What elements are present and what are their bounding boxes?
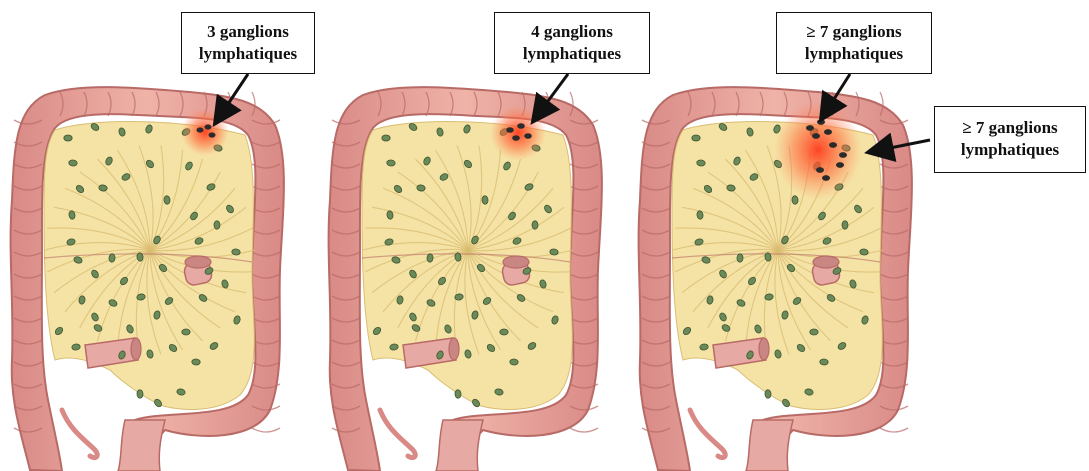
- lymph-node: [510, 359, 519, 365]
- metastatic-node: [836, 162, 844, 168]
- tumor-glow: [774, 100, 862, 200]
- lymph-node: [764, 252, 771, 261]
- lymph-node: [389, 344, 398, 351]
- ileum-lumen: [503, 256, 529, 268]
- haustra-fold: [570, 428, 598, 432]
- rectum: [746, 420, 793, 471]
- metastatic-node: [829, 142, 837, 148]
- small-bowel-lumen: [759, 338, 769, 360]
- lymph-node: [214, 221, 220, 230]
- metastatic-node: [806, 125, 814, 131]
- label-panel-3-side-line2: lymphatiques: [935, 139, 1085, 161]
- ileum-lumen: [813, 256, 839, 268]
- appendix: [62, 410, 97, 458]
- lymph-node: [820, 359, 829, 365]
- panel-7-nodes: [639, 87, 912, 471]
- label-panel-1: 3 ganglions lymphatiques: [181, 12, 315, 74]
- lymph-node: [231, 248, 240, 255]
- lymph-node: [109, 254, 116, 263]
- panel-3-nodes: [11, 87, 284, 471]
- small-bowel-lumen: [131, 338, 141, 360]
- ileum-lumen: [185, 256, 211, 268]
- lymph-node: [137, 390, 143, 399]
- lymph-node: [71, 344, 80, 351]
- lymph-node: [427, 254, 434, 263]
- appendix: [380, 410, 415, 458]
- label-panel-1-line1: 3 ganglions: [182, 21, 314, 43]
- lymph-node: [699, 344, 708, 351]
- lymph-node: [455, 390, 461, 399]
- lymph-node: [387, 160, 396, 167]
- lymph-node: [136, 252, 143, 261]
- metastatic-node: [512, 135, 520, 141]
- lymph-node: [454, 252, 461, 261]
- appendix: [690, 410, 725, 458]
- small-bowel-lumen: [449, 338, 459, 360]
- lymph-node: [842, 221, 848, 230]
- metastatic-node: [205, 124, 212, 129]
- lymph-node: [532, 221, 538, 230]
- label-panel-3-side: ≥ 7 ganglions lymphatiques: [934, 106, 1086, 173]
- lymph-node: [810, 329, 819, 335]
- lymph-node: [549, 248, 558, 255]
- metastatic-node: [816, 167, 824, 173]
- label-panel-2-line2: lymphatiques: [495, 43, 649, 65]
- metastatic-node: [209, 132, 216, 137]
- lymph-node: [692, 135, 700, 141]
- lymph-node: [182, 329, 191, 335]
- label-panel-3-line1: ≥ 7 ganglions: [777, 21, 931, 43]
- metastatic-node: [812, 133, 820, 139]
- rectum: [436, 420, 483, 471]
- lymph-node: [500, 329, 509, 335]
- lymph-node: [192, 359, 201, 365]
- label-panel-2-line1: 4 ganglions: [495, 21, 649, 43]
- label-panel-2: 4 ganglions lymphatiques: [494, 12, 650, 74]
- label-panel-3-line2: lymphatiques: [777, 43, 931, 65]
- lymph-node: [164, 196, 171, 205]
- lymph-node: [765, 390, 771, 399]
- lymph-node: [64, 135, 72, 141]
- metastatic-node: [817, 119, 825, 125]
- metastatic-node: [822, 175, 830, 181]
- metastatic-node: [517, 123, 525, 129]
- lymph-node: [859, 248, 868, 255]
- lymph-node: [737, 254, 744, 263]
- metastatic-node: [839, 152, 847, 158]
- lymph-node: [69, 160, 78, 167]
- haustra-fold: [880, 428, 908, 432]
- metastatic-node: [506, 127, 514, 133]
- lymph-node: [482, 196, 489, 205]
- label-panel-1-line2: lymphatiques: [182, 43, 314, 65]
- rectum: [118, 420, 165, 471]
- lymph-node: [792, 196, 799, 205]
- lymph-node: [382, 135, 390, 141]
- haustra-fold: [252, 428, 280, 432]
- panel-4-nodes: [329, 87, 602, 471]
- metastatic-node: [197, 127, 204, 132]
- lymph-node: [697, 160, 706, 167]
- label-panel-3-side-line1: ≥ 7 ganglions: [935, 117, 1085, 139]
- metastatic-node: [524, 133, 532, 139]
- label-panel-3: ≥ 7 ganglions lymphatiques: [776, 12, 932, 74]
- metastatic-node: [824, 129, 832, 135]
